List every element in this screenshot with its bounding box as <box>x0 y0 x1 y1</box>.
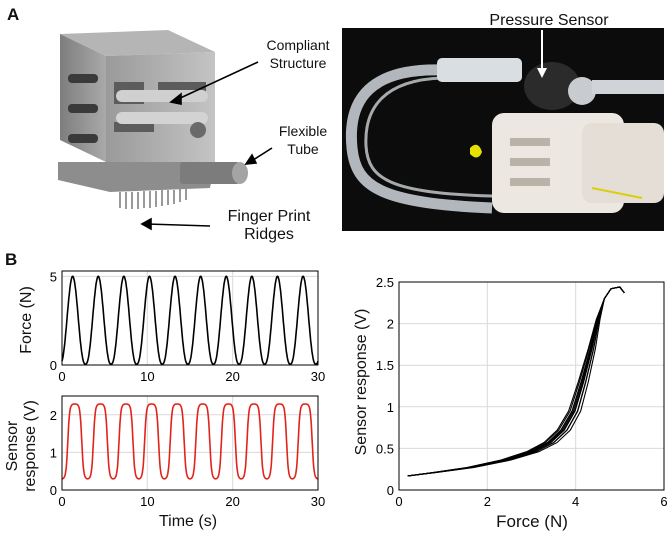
response-force-loop <box>407 286 625 477</box>
label-compliant-structure: Compliant Structure <box>255 36 341 72</box>
x-tick-label: 30 <box>311 494 325 509</box>
sensor-time-series <box>62 403 318 480</box>
response-force-loop <box>407 286 625 477</box>
sensor-time-frame <box>61 395 319 491</box>
response-force-series <box>407 286 625 477</box>
label-finger-line1: Finger Print <box>227 208 311 225</box>
label-finger-print-ridges: Finger Print Ridges <box>213 208 325 244</box>
response-force-ylabel: Sensor response (V) <box>353 308 370 456</box>
response-force-loop <box>407 286 625 477</box>
label-finger-line2: Ridges <box>244 226 294 243</box>
x-tick-label: 10 <box>140 494 154 509</box>
y-tick-label: 1 <box>50 445 57 460</box>
response-force-loop <box>407 286 625 477</box>
response-force-loop <box>407 286 625 477</box>
x-tick-label: 2 <box>484 494 491 509</box>
x-tick-label: 20 <box>225 494 239 509</box>
label-tube-line1: Flexible <box>278 123 328 139</box>
force-time-frame <box>61 270 319 366</box>
response-force-loop <box>407 286 625 477</box>
response-force-loop <box>407 286 625 477</box>
x-tick-label: 30 <box>311 369 325 384</box>
prototype-photo <box>342 28 664 231</box>
y-tick-label: 2 <box>50 408 57 423</box>
force-time-ylabel: Force (N) <box>18 286 35 354</box>
x-tick-label: 20 <box>225 369 239 384</box>
panel-letter-a: A <box>7 5 20 24</box>
y-tick-label: 0.5 <box>376 441 394 456</box>
sensor-time-ylabel: Sensor response (V) <box>4 400 40 492</box>
response-force-xlabel: Force (N) <box>496 512 568 531</box>
sensor-ylabel-line2: response (V) <box>22 400 39 492</box>
gripper-render <box>58 30 273 231</box>
response-force-loop <box>407 286 625 477</box>
force-time-series <box>61 275 319 365</box>
label-tube-line2: Tube <box>287 141 319 157</box>
response-force-loop <box>407 286 625 477</box>
label-flexible-tube: Flexible Tube <box>268 122 338 158</box>
y-tick-label: 5 <box>50 269 57 284</box>
x-tick-label: 6 <box>660 494 667 509</box>
label-compliant-line1: Compliant <box>266 37 330 53</box>
panel-letter-b: B <box>5 250 18 269</box>
pressure-sensor-arrow <box>537 30 547 78</box>
y-tick-label: 0 <box>387 483 394 498</box>
x-tick-label: 0 <box>58 369 65 384</box>
y-tick-label: 0 <box>50 483 57 498</box>
y-tick-label: 1 <box>387 400 394 415</box>
x-tick-label: 4 <box>572 494 579 509</box>
y-tick-label: 2 <box>387 317 394 332</box>
label-pressure-sensor: Pressure Sensor <box>489 12 609 29</box>
response-force-loop <box>407 286 625 477</box>
x-tick-label: 0 <box>58 494 65 509</box>
response-force-frame <box>398 281 665 491</box>
sensor-ylabel-line1: Sensor <box>4 420 21 472</box>
sensor-time-xlabel: Time (s) <box>158 513 218 530</box>
x-tick-label: 0 <box>395 494 402 509</box>
y-tick-label: 1.5 <box>376 358 394 373</box>
label-compliant-line2: Structure <box>269 55 327 71</box>
y-tick-label: 2.5 <box>376 275 394 290</box>
y-tick-label: 0 <box>50 358 57 373</box>
x-tick-label: 10 <box>140 369 154 384</box>
